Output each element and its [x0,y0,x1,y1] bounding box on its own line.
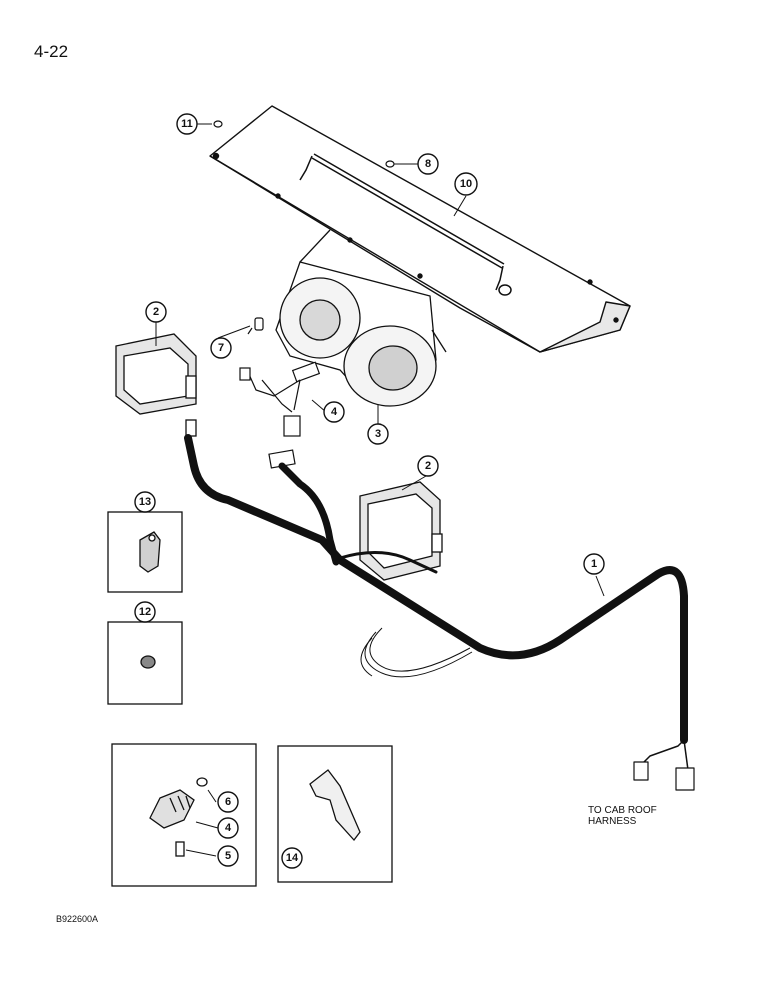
resistor-assembly [239,361,321,437]
callout-2-right-label: 2 [425,460,431,472]
callout-7-label: 7 [218,342,224,354]
callout-14: 14 [281,847,303,869]
light-housing-right [359,481,443,581]
detail-box-resistor [111,743,257,887]
callout-2-right: 2 [417,455,439,477]
callout-2-left-label: 2 [153,306,159,318]
callout-10-label: 10 [460,178,472,190]
callout-1: 1 [583,553,605,575]
blower-motor [275,229,447,407]
callout-7: 7 [210,337,232,359]
callout-4-detail: 4 [217,817,239,839]
detail-box-13 [107,511,183,593]
callout-11: 11 [176,113,198,135]
callout-14-label: 14 [286,852,299,864]
callout-4-label: 4 [331,406,338,418]
light-housing-left [115,333,197,437]
support-rod [299,153,512,296]
screw-7 [247,317,264,335]
callout-12-label: 12 [139,606,151,618]
callout-6: 6 [217,791,239,813]
callout-5-label: 5 [225,850,231,862]
callout-8-label: 8 [425,158,431,170]
main-harness [184,434,695,791]
callout-13-label: 13 [139,496,151,508]
callout-11-label: 11 [181,118,193,130]
page-number: 4-22 [34,42,69,61]
callout-8: 8 [417,153,439,175]
harness-note-line1: TO CAB ROOF [588,805,657,816]
callout-2-left: 2 [145,301,167,323]
callout-10: 10 [454,172,478,196]
callout-4-detail-label: 4 [225,822,232,834]
callouts: 11 8 10 2 7 4 3 2 1 13 12 6 4 5 14 [134,113,605,869]
callout-3: 3 [367,423,389,445]
detail-box-12 [107,621,183,705]
callout-12: 12 [134,601,156,623]
small-parts [213,120,395,168]
harness-note-line2: HARNESS [588,816,637,827]
figure-code: B922600A [56,914,99,924]
callout-13: 13 [134,491,156,513]
roof-panel [209,105,631,353]
callout-5: 5 [217,845,239,867]
callout-4: 4 [323,401,345,423]
coiled-wire [360,627,473,678]
harness-note: TO CAB ROOF HARNESS [588,805,657,827]
callout-6-label: 6 [225,796,231,808]
callout-1-label: 1 [591,558,597,570]
callout-3-label: 3 [375,428,381,440]
